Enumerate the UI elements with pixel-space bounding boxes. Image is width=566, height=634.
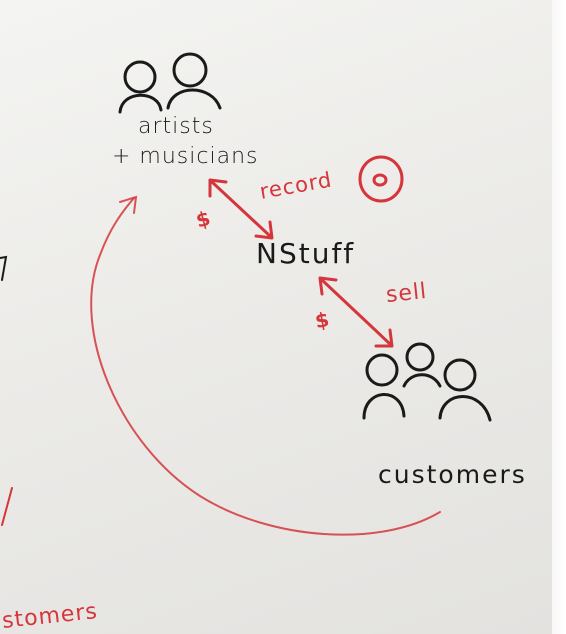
sell-arrow [318, 276, 394, 348]
artists-people-icon [118, 52, 222, 114]
return-loop-arrow [90, 197, 441, 536]
customers-people-icon [362, 342, 492, 422]
artists-label: artists [138, 114, 214, 139]
left-edge-black-mark [0, 255, 8, 281]
nstuff-label: NStuff [256, 237, 356, 270]
photo-right-edge [552, 0, 566, 634]
left-edge-red-mark [1, 487, 13, 526]
return-loop-arrowhead [119, 195, 138, 214]
record-disc-icon [358, 155, 404, 203]
dollar-sign-customers: $ [313, 306, 332, 334]
sell-label: sell [384, 278, 429, 309]
record-arrow [208, 178, 274, 240]
musicians-label: + musicians [112, 144, 259, 169]
customers-label: customers [378, 460, 527, 489]
